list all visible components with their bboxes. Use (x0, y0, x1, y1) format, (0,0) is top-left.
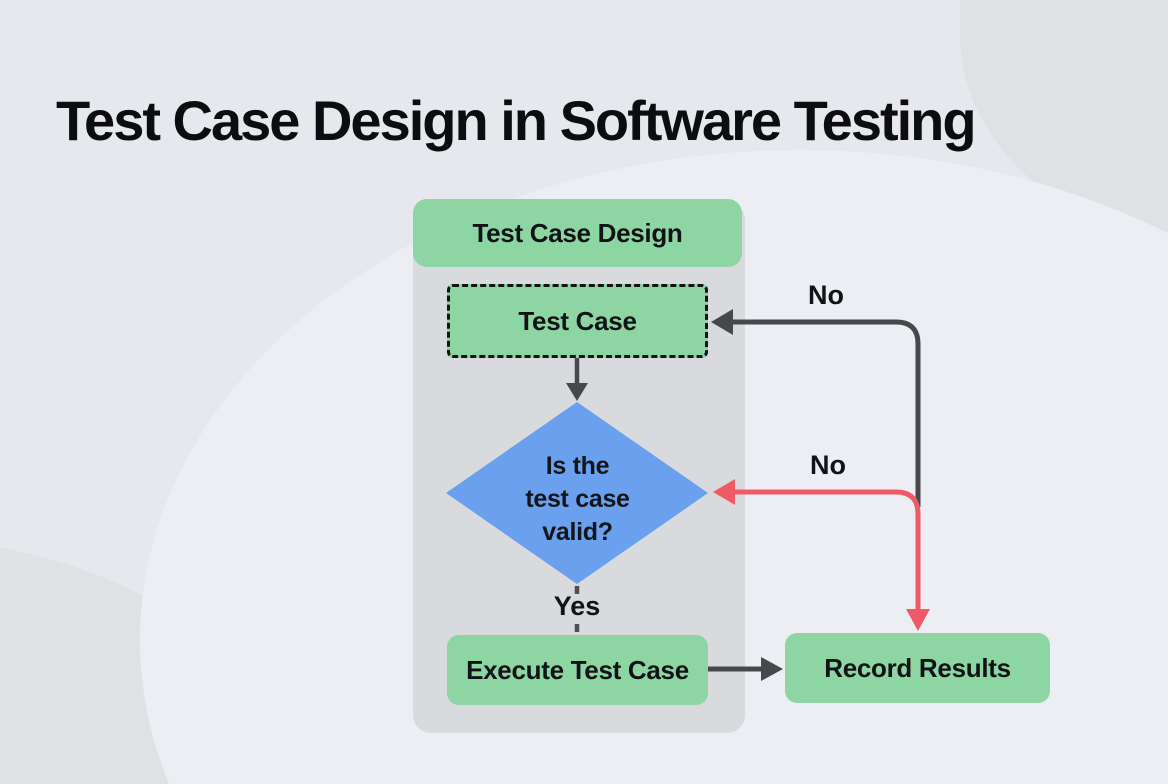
page-title: Test Case Design in Software Testing (56, 89, 977, 152)
edge-label-no-top: No (808, 280, 844, 310)
decision-line-1: Is the (545, 452, 610, 480)
node-execute-test-case: Execute Test Case (447, 635, 708, 705)
node-test-case-design-label: Test Case Design (472, 217, 683, 248)
decision-line-2: test case (525, 485, 630, 513)
node-decision-label: Is the test case valid? (487, 450, 668, 549)
edge-label-yes: Yes (553, 591, 601, 621)
decision-line-3: valid? (542, 518, 613, 546)
edge-label-no-bottom: No (810, 450, 846, 480)
node-record-results: Record Results (785, 633, 1050, 703)
node-test-case: Test Case (447, 284, 708, 358)
node-test-case-label: Test Case (518, 305, 637, 336)
node-execute-test-case-label: Execute Test Case (466, 654, 689, 685)
node-test-case-design: Test Case Design (413, 199, 742, 267)
node-record-results-label: Record Results (824, 652, 1011, 683)
